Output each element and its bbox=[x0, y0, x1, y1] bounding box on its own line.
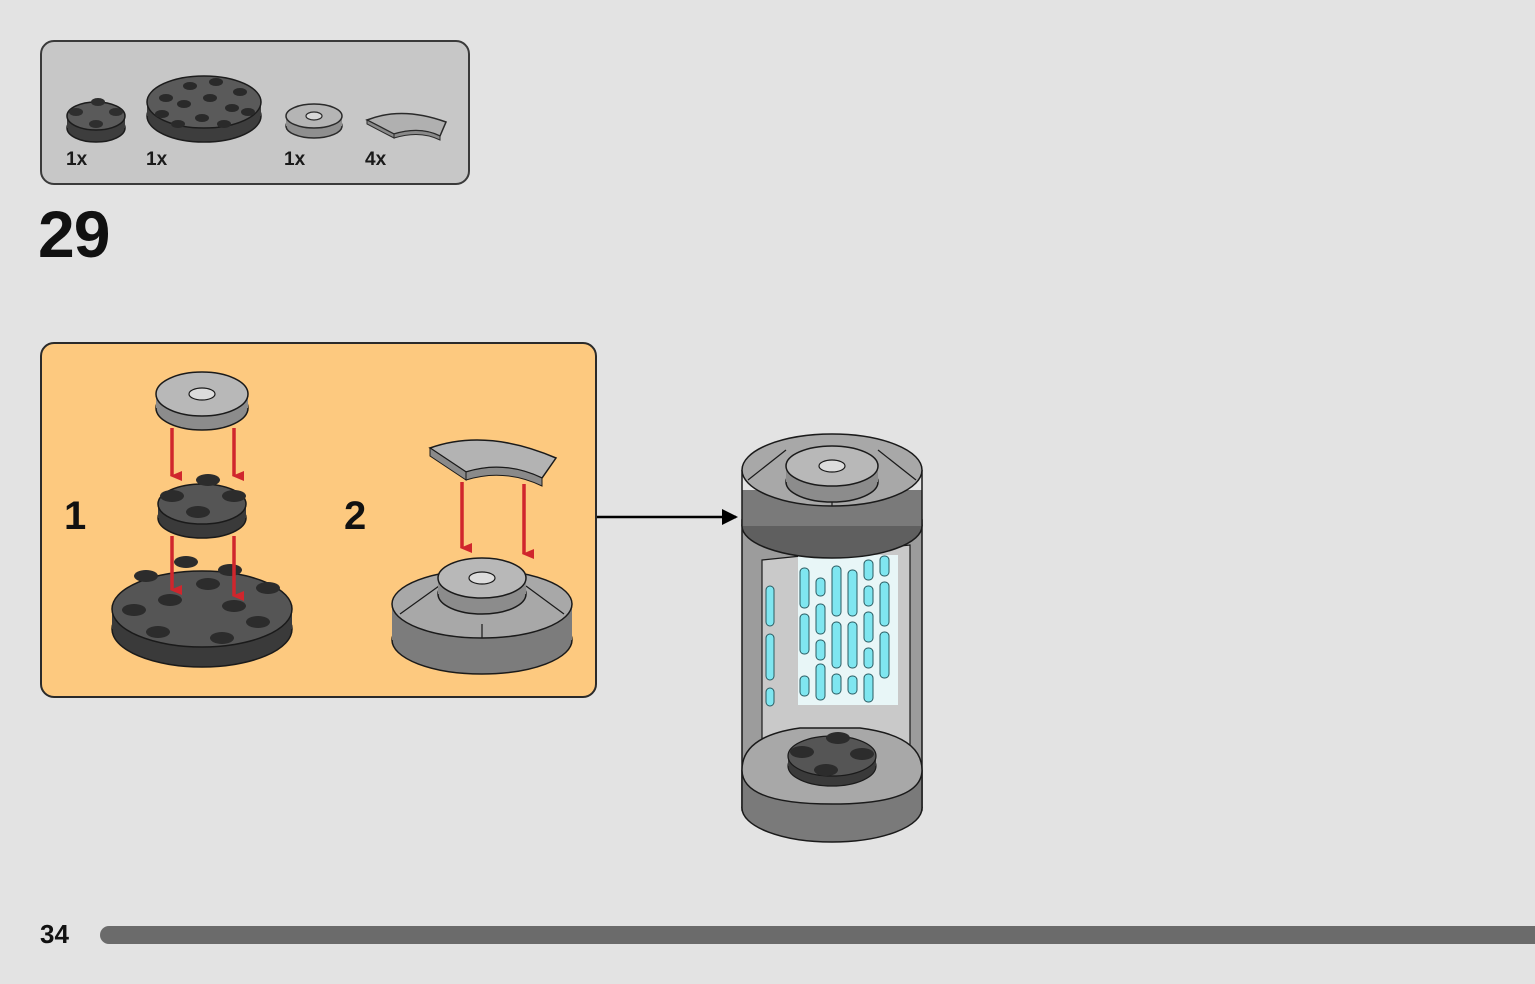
curved-tile-icon bbox=[365, 112, 448, 141]
page-progress-bar bbox=[100, 926, 1535, 944]
substep-illustrations bbox=[111, 371, 573, 675]
part-qty-2: 1x bbox=[146, 149, 168, 170]
substep-label-1: 1 bbox=[64, 494, 87, 538]
step-number: 29 bbox=[38, 197, 110, 271]
round-tile-hole-icon bbox=[285, 103, 343, 139]
substep-callout: 1 2 bbox=[40, 342, 597, 698]
light-panel-icon bbox=[765, 555, 898, 707]
part-qty-1: 1x bbox=[66, 149, 88, 170]
parts-list: 1x 1x 1x 4x bbox=[40, 40, 470, 185]
substep-1-illustration bbox=[111, 371, 293, 668]
page-number: 34 bbox=[40, 919, 69, 949]
assembled-column-icon bbox=[741, 433, 923, 843]
part-qty-4: 4x bbox=[365, 149, 387, 170]
substep-label-2: 2 bbox=[344, 494, 367, 538]
substep-2-illustration bbox=[391, 439, 573, 675]
part-qty-3: 1x bbox=[284, 149, 306, 170]
round-plate-large-icon bbox=[146, 75, 262, 143]
round-plate-small-icon bbox=[66, 98, 126, 143]
parts-illustrations bbox=[66, 75, 448, 143]
